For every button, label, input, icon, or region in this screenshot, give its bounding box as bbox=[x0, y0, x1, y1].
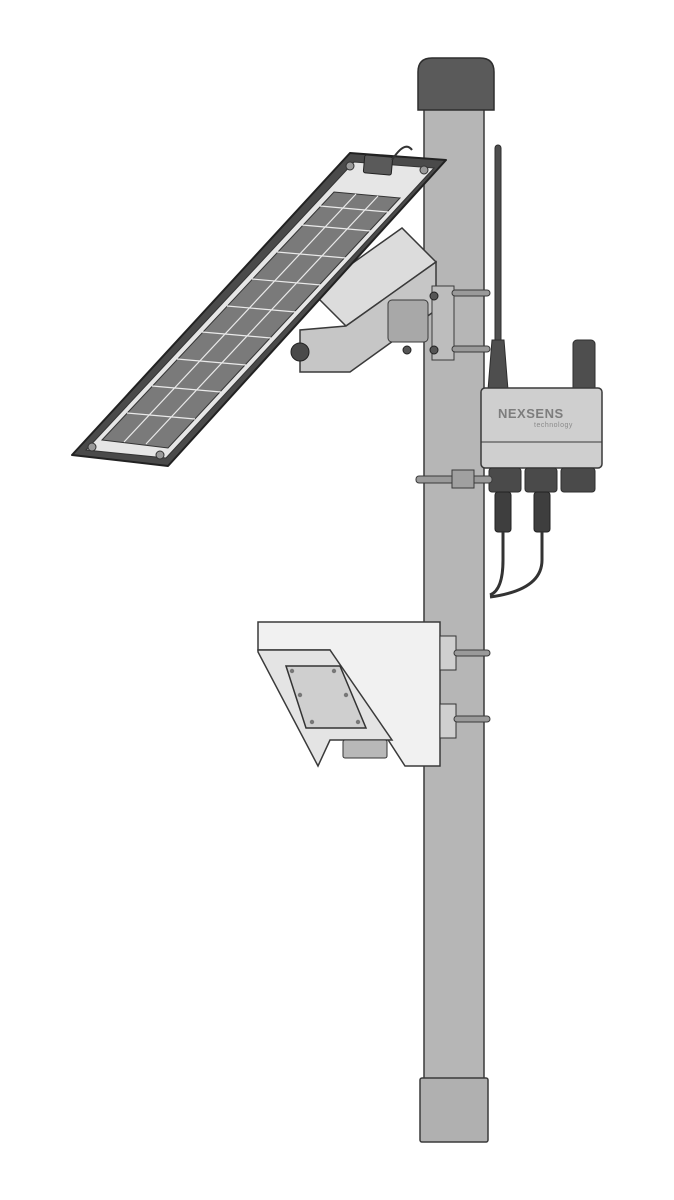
pole-base-sleeve bbox=[419, 1077, 489, 1143]
panel-screw-4 bbox=[419, 165, 429, 175]
solar-panel bbox=[71, 145, 447, 467]
logger-port-1 bbox=[488, 467, 522, 493]
panel-cell-grid bbox=[123, 193, 389, 445]
mounting-pole bbox=[417, 57, 495, 1143]
data-logger: NEXSENS technology bbox=[480, 387, 603, 599]
nexsens-logo: NEXSENS technology bbox=[498, 406, 573, 429]
bracket-bolt-2 bbox=[429, 345, 439, 355]
antenna-base bbox=[487, 339, 509, 391]
bracket-plate bbox=[431, 285, 455, 361]
sensor-window-bolts bbox=[289, 668, 361, 725]
bracket-bolt-3 bbox=[402, 345, 412, 355]
antenna-whip bbox=[494, 144, 502, 346]
sensor-lens-housing bbox=[342, 739, 388, 759]
lower-strap bbox=[451, 345, 491, 353]
battery-box-side bbox=[299, 260, 437, 373]
logger-port-2 bbox=[524, 467, 558, 493]
sensor-housing bbox=[257, 621, 491, 768]
logger-port-3 bbox=[560, 467, 596, 493]
bracket-bolt-1 bbox=[429, 291, 439, 301]
sensor-strap-2 bbox=[453, 715, 491, 723]
sensor-strap-1 bbox=[453, 649, 491, 657]
logger-mount bbox=[415, 469, 493, 489]
antenna-stub bbox=[572, 339, 596, 393]
sensor-window bbox=[284, 665, 368, 729]
tilt-bracket bbox=[387, 299, 429, 343]
logger-clamp bbox=[451, 469, 475, 489]
junction-box bbox=[362, 154, 394, 176]
panel-screw-3 bbox=[345, 161, 355, 171]
logger-brand-text: NEXSENS bbox=[498, 406, 564, 421]
panel-screw-1 bbox=[87, 442, 97, 452]
panel-screw-2 bbox=[155, 450, 165, 460]
cable-gland-2 bbox=[533, 491, 551, 533]
battery-knob bbox=[290, 342, 310, 362]
pole-cap bbox=[417, 57, 495, 111]
solar-bracket bbox=[290, 227, 491, 373]
cable-gland-1 bbox=[494, 491, 512, 533]
logger-brand-subtext: technology bbox=[534, 422, 573, 429]
cable-2 bbox=[489, 532, 544, 599]
panel-lead-wire bbox=[391, 145, 413, 161]
cable-1 bbox=[489, 532, 505, 597]
upper-strap bbox=[451, 289, 491, 297]
pole-shaft bbox=[423, 99, 485, 1086]
sensor-mount-plate-2 bbox=[439, 703, 457, 739]
antenna bbox=[487, 144, 596, 393]
